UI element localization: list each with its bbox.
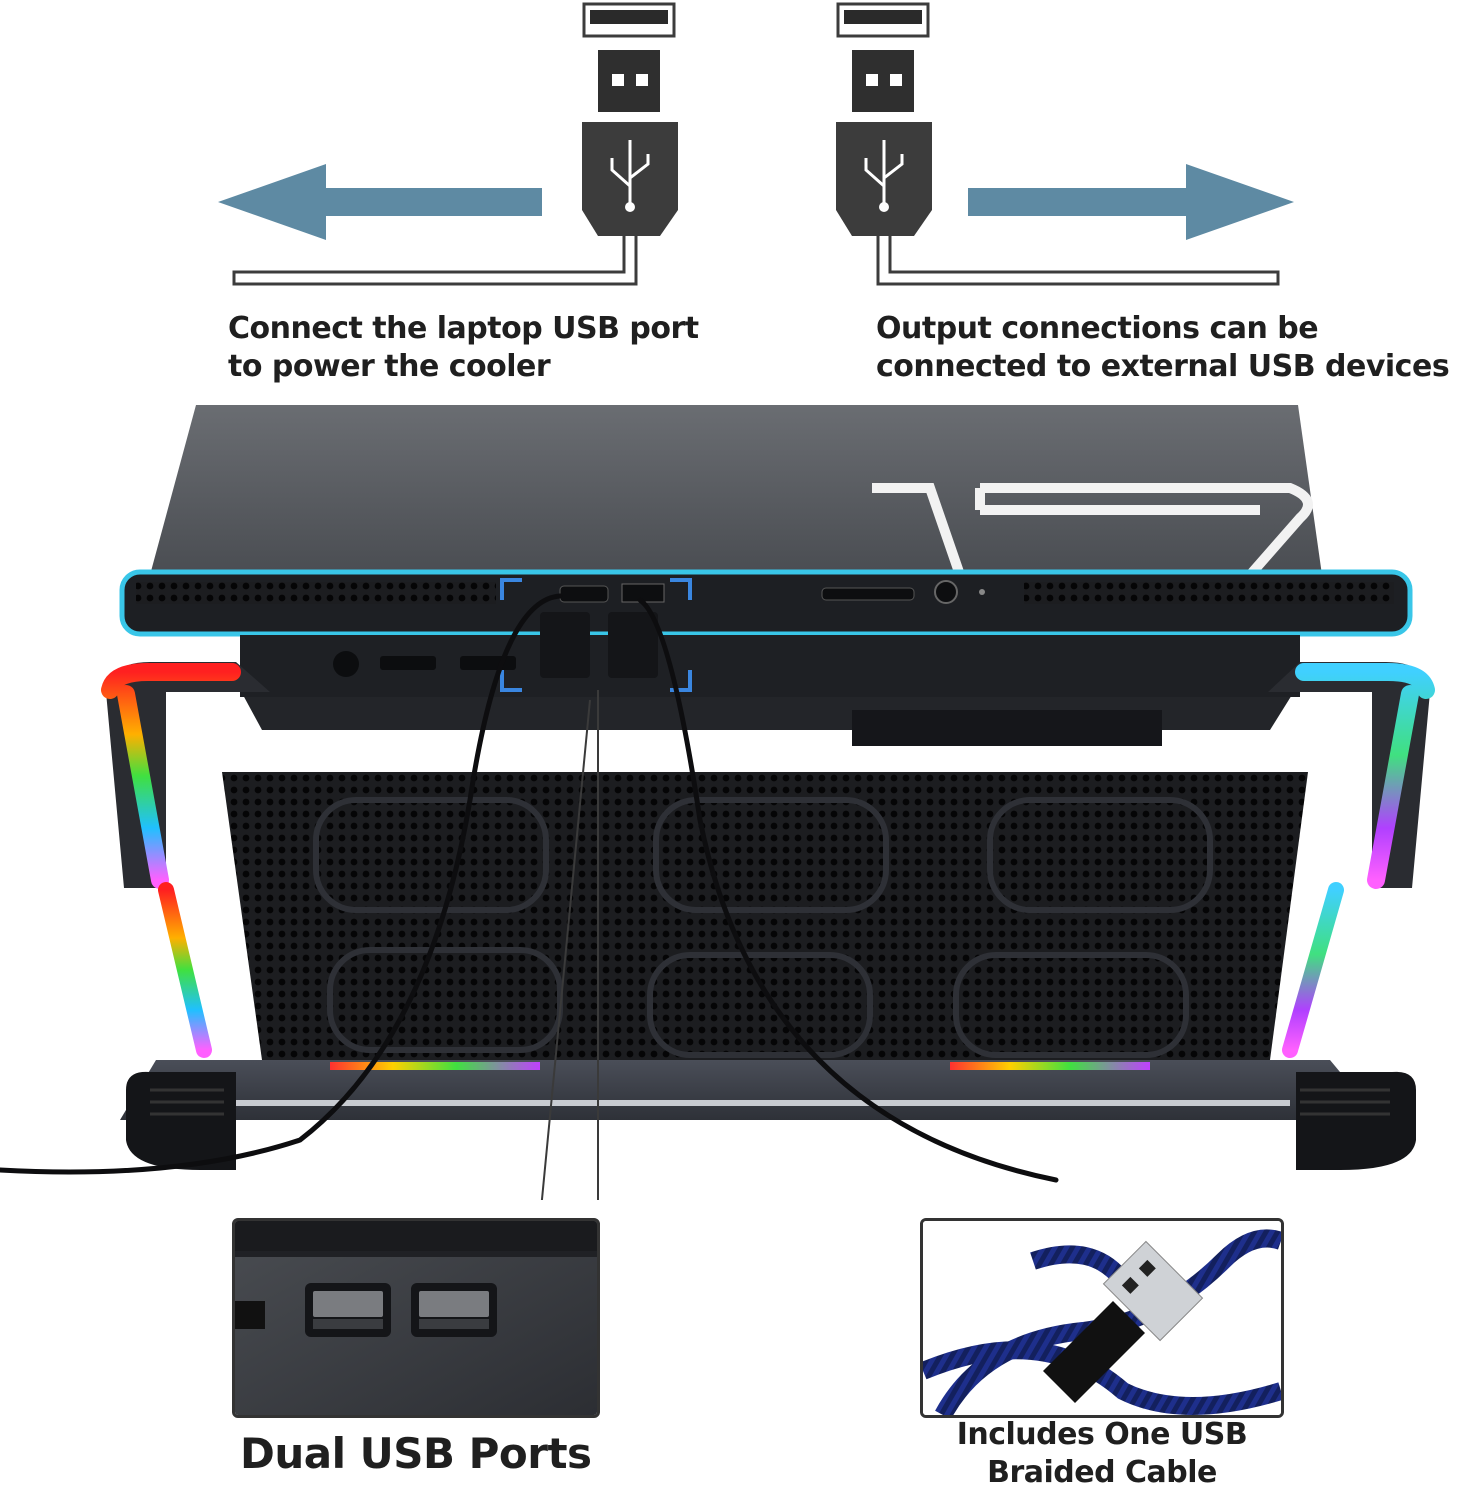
laptop-cooler-photo	[0, 405, 1435, 1200]
caption-line: Includes One USB	[956, 1417, 1248, 1452]
caption-line: connected to external USB devices	[876, 348, 1450, 384]
caption-dual-usb-ports: Dual USB Ports	[240, 1429, 592, 1478]
braided-cable-closeup	[920, 1218, 1284, 1418]
caption-power-input: Connect the laptop USB port to power the…	[228, 310, 699, 385]
caption-braided-cable: Includes One USB Braided Cable	[922, 1416, 1282, 1491]
usb-plug-icon	[836, 2, 1280, 286]
usb-port	[305, 1283, 391, 1337]
caption-usb-output: Output connections can be connected to e…	[876, 310, 1450, 385]
caption-line: Output connections can be	[876, 311, 1319, 346]
usb-plug-icon	[232, 2, 678, 286]
usb-symbol-icon	[610, 140, 650, 205]
usb-braided-cable-photo	[923, 1221, 1281, 1415]
caption-line: Braided Cable	[987, 1454, 1217, 1490]
usb-connection-diagram	[218, 2, 1294, 286]
usb-ports-photo	[235, 1221, 597, 1415]
caption-line: to power the cooler	[228, 348, 551, 384]
usb-plug-icon	[1102, 1240, 1204, 1342]
arrow-left-icon	[218, 164, 542, 240]
arrow-right-icon	[968, 164, 1294, 240]
usb-port	[411, 1283, 497, 1337]
dual-usb-ports-closeup	[232, 1218, 600, 1418]
caption-line: Connect the laptop USB port	[228, 311, 699, 346]
